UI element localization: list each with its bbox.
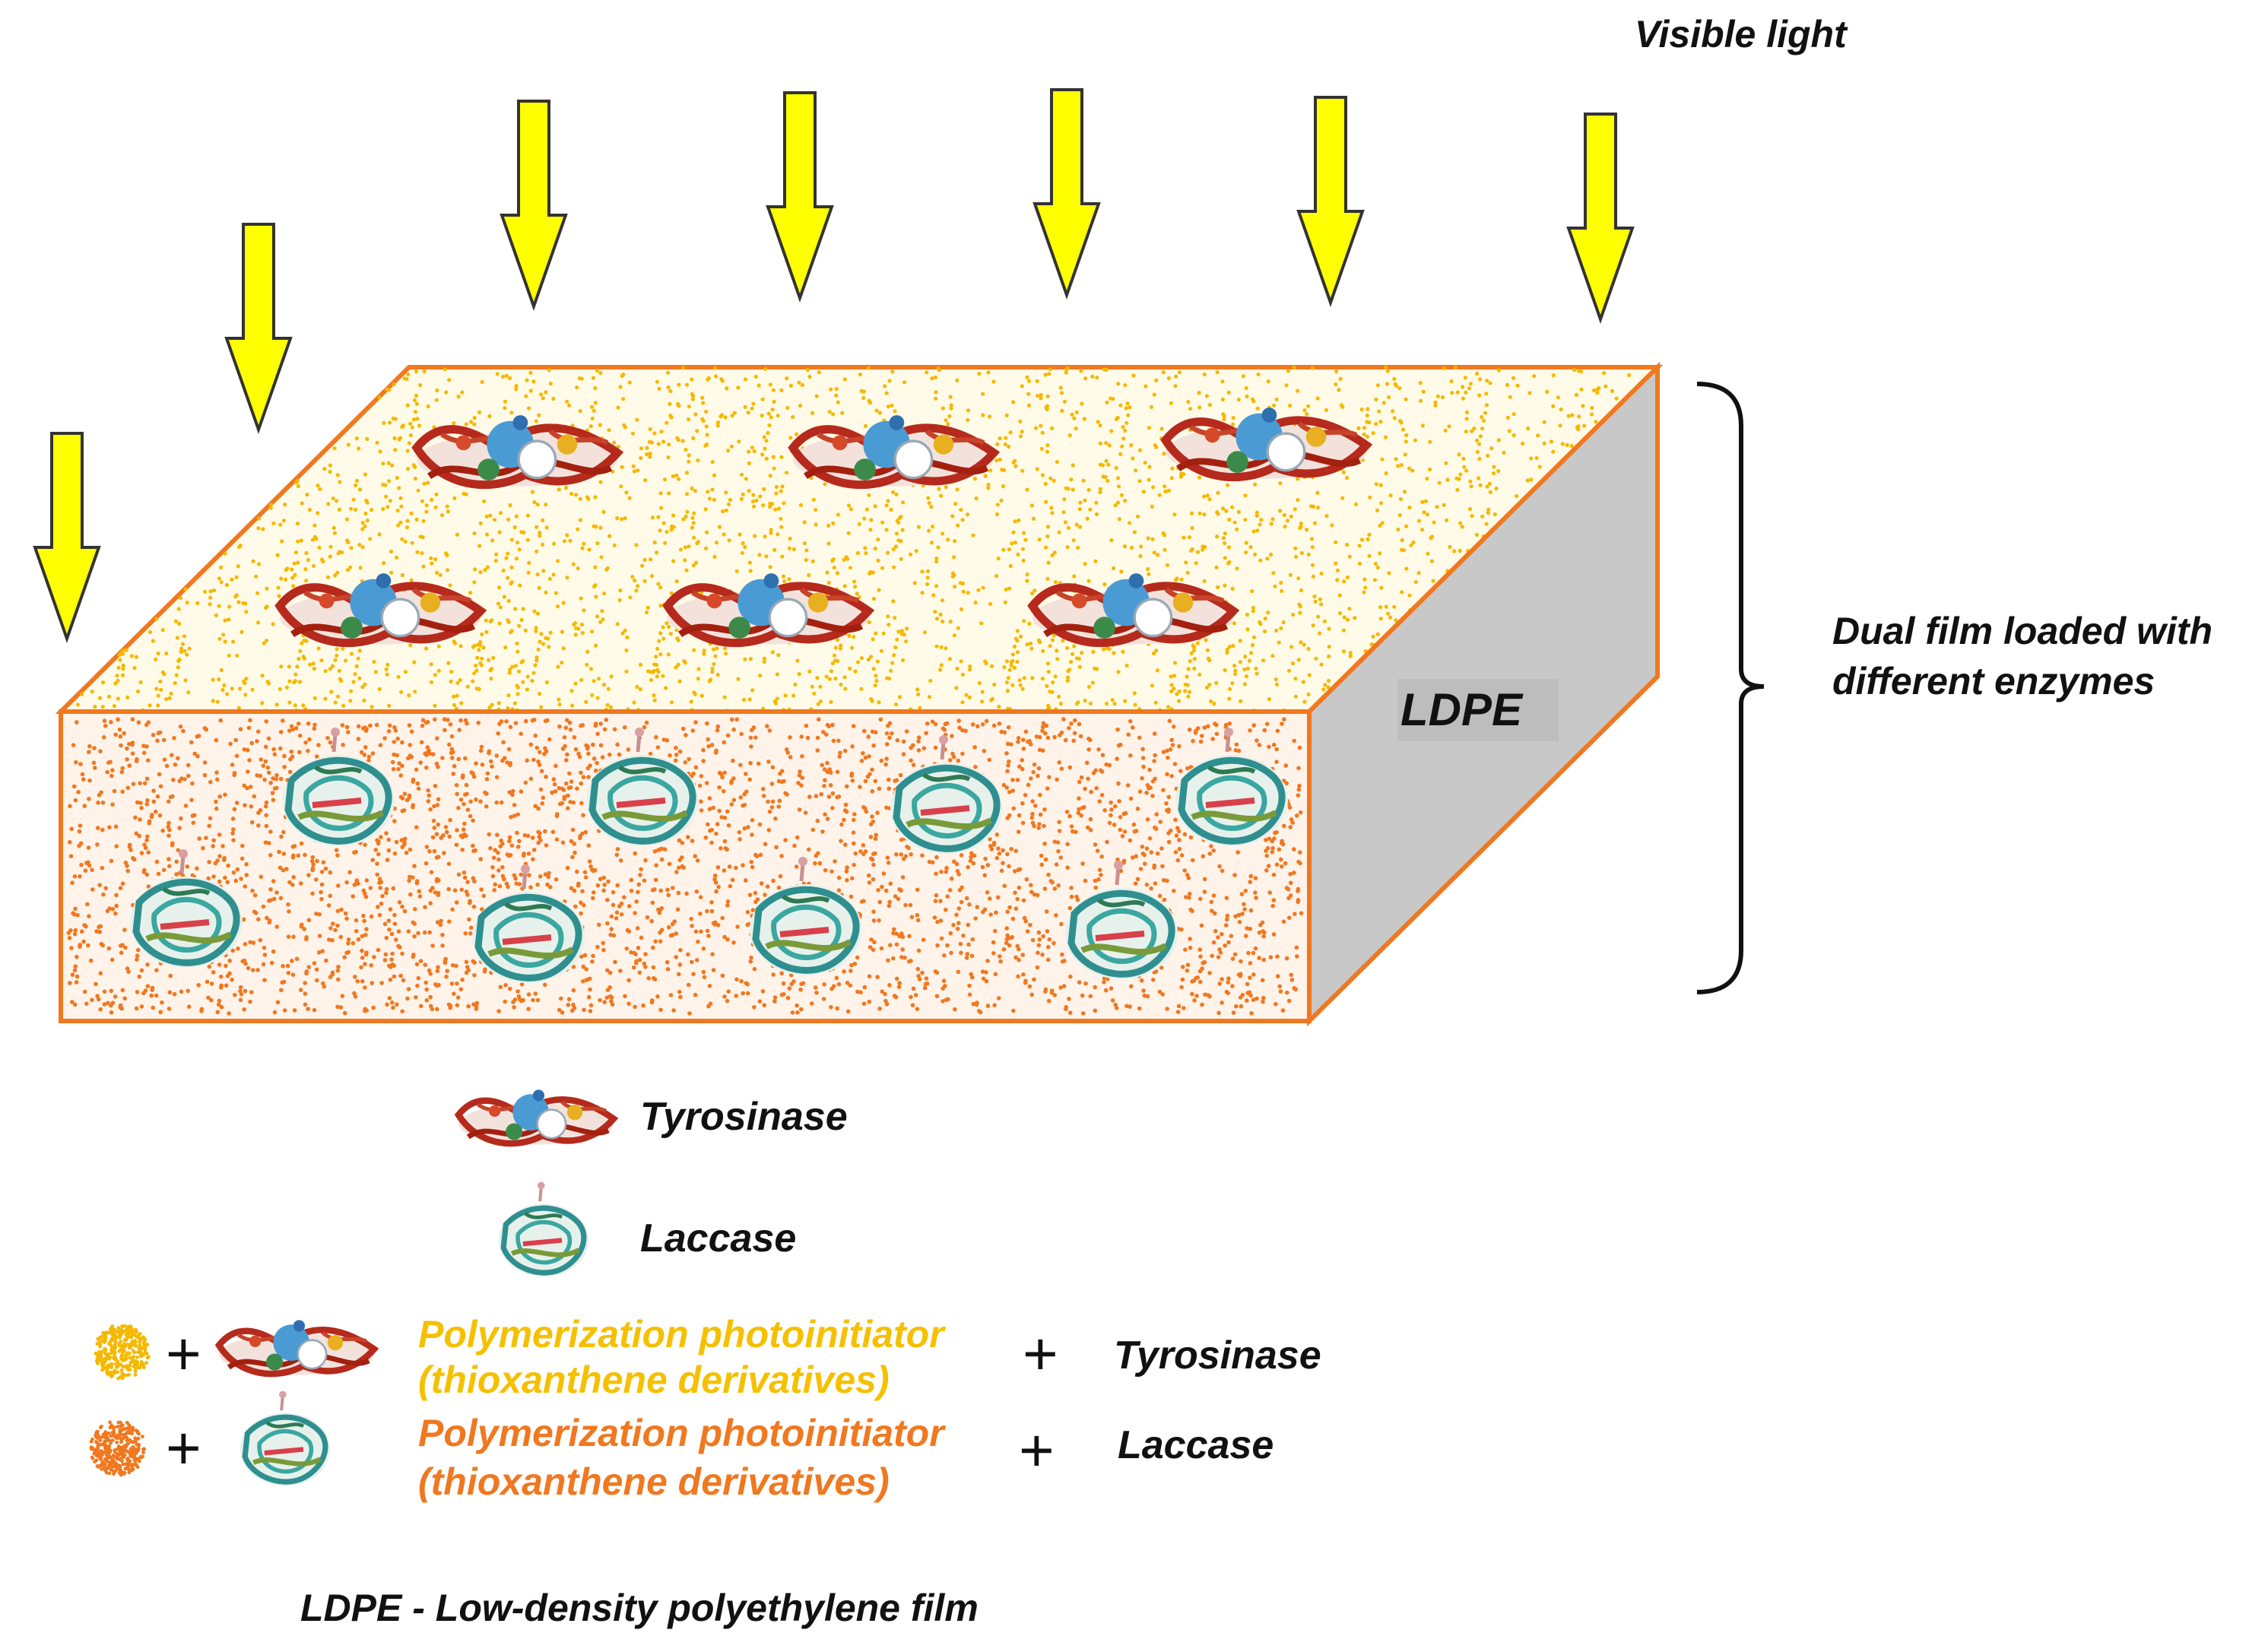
row1-enzyme-label: Tyrosinase (1114, 1333, 1321, 1378)
row2-plus-2: + (1019, 1416, 1055, 1484)
legend-tyrosinase-label: Tyrosinase (640, 1095, 848, 1139)
visible-light-label: Visible light (1635, 13, 1848, 55)
legend-laccase-icon (499, 1182, 588, 1277)
bracket-label-line2: different enzymes (1832, 660, 2155, 702)
ldpe-label-box (1397, 679, 1559, 741)
light-arrow (33, 432, 100, 640)
light-arrow (766, 91, 833, 300)
row1-plus-1: + (166, 1320, 201, 1387)
orange-photoinitiator-swatch (89, 1420, 147, 1477)
light-arrow (225, 223, 292, 431)
row2-laccase-icon (240, 1391, 330, 1486)
light-arrow (1297, 96, 1364, 304)
row2-photoinitiator-line2: (thioxanthene derivatives) (418, 1460, 890, 1503)
ldpe-footnote: LDPE - Low-density polyethylene film (300, 1587, 979, 1629)
light-arrow (1033, 88, 1100, 296)
light-arrow (500, 100, 567, 308)
row2-photoinitiator-line1: Polymerization photoinitiator (418, 1412, 946, 1454)
legend-laccase-label: Laccase (640, 1216, 796, 1260)
row1-photoinitiator-line1: Polymerization photoinitiator (418, 1313, 946, 1356)
film-bracket (1696, 382, 1765, 994)
ldpe-side-label: LDPE (1400, 684, 1524, 735)
row2-enzyme-label: Laccase (1118, 1423, 1274, 1467)
light-arrow (1567, 113, 1634, 321)
row1-tyrosinase-icon (219, 1320, 374, 1375)
legend-tyrosinase-icon (458, 1089, 614, 1144)
yellow-photoinitiator-swatch (94, 1324, 151, 1381)
row2-plus-1: + (166, 1414, 201, 1482)
bracket-label-line1: Dual film loaded with (1832, 610, 2212, 652)
row1-plus-2: + (1023, 1320, 1058, 1387)
row1-photoinitiator-line2: (thioxanthene derivatives) (418, 1359, 890, 1401)
